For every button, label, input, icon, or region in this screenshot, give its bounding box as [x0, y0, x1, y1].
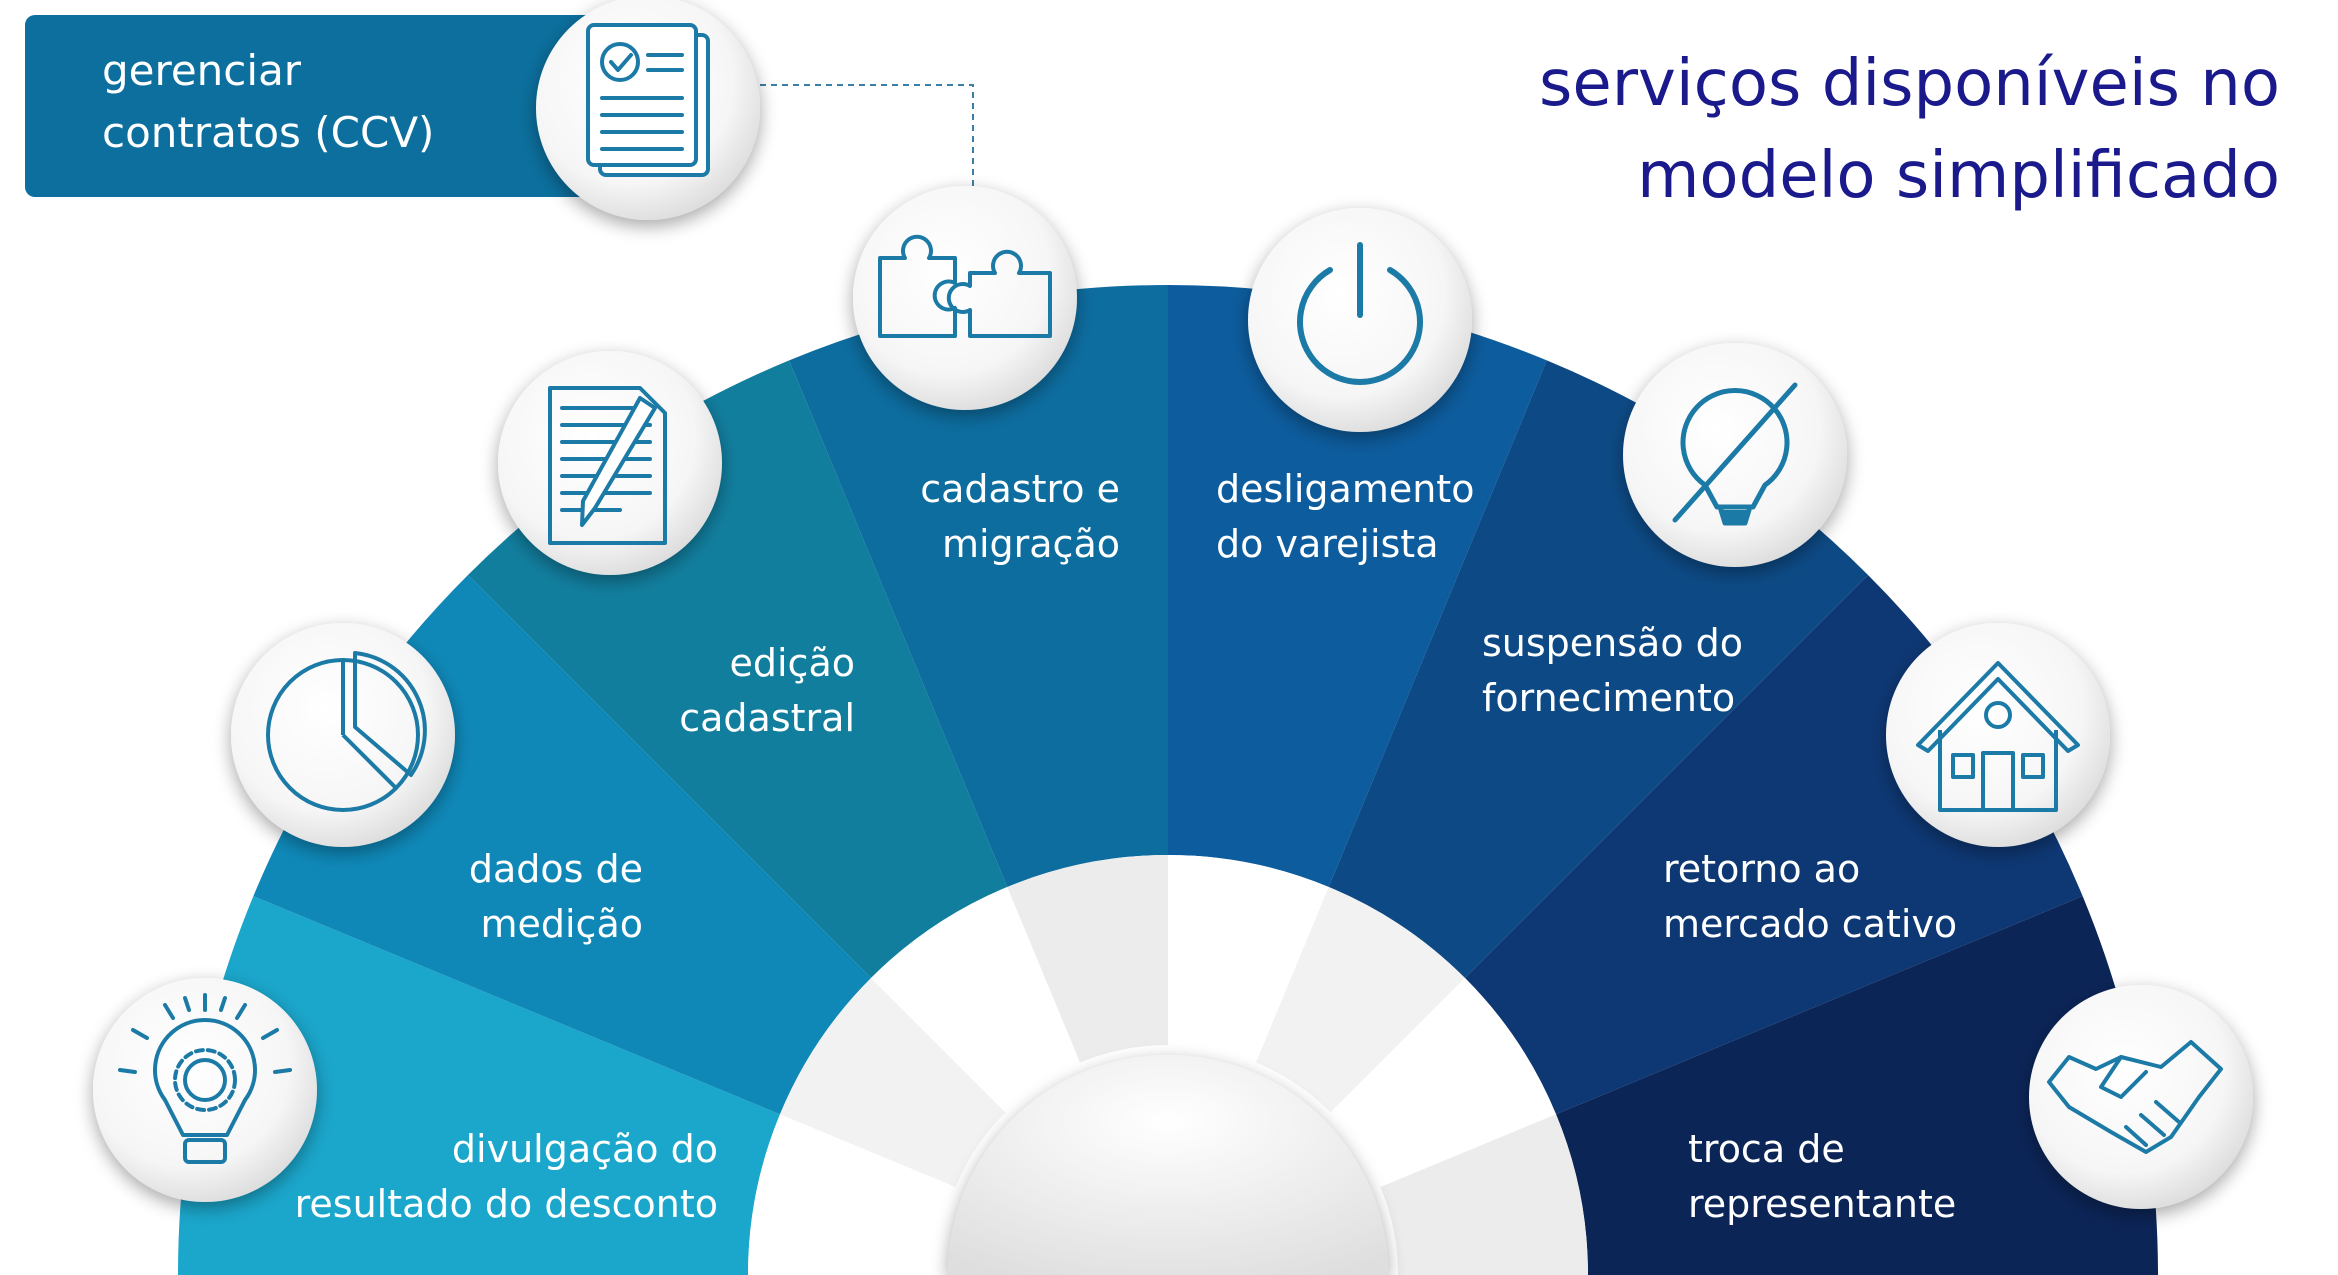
ring-segment-cadastro-migracao: [1007, 855, 1168, 1063]
label-desligamento-line1: desligamento: [1216, 467, 1475, 511]
icon-circle-divulgacao[interactable]: [93, 978, 317, 1202]
house-icon: [1916, 661, 2080, 812]
service-icons: [93, 186, 2253, 1209]
puzzle-icon: [878, 234, 1052, 338]
ccv-label[interactable]: gerenciar contratos (CCV): [102, 40, 434, 164]
ccv-icon-circle[interactable]: [536, 0, 760, 220]
label-retorno-line1: retorno ao: [1663, 847, 1861, 891]
label-troca-line2: representante: [1688, 1182, 1957, 1226]
handshake-icon: [2047, 1040, 2223, 1154]
icon-circle-troca[interactable]: [2029, 985, 2253, 1209]
wedge-troca[interactable]: [1556, 896, 2158, 1275]
label-divulgacao: divulgação do resultado do desconto: [295, 1122, 718, 1232]
icon-circle-bg: [2029, 985, 2253, 1209]
ccv-label-line2: contratos (CCV): [102, 108, 435, 157]
label-suspensao: suspensão do fornecimento: [1482, 616, 1743, 726]
icon-circle-desligamento[interactable]: [1248, 208, 1472, 432]
label-edicao-cadastral: edição cadastral: [679, 636, 855, 746]
ring-segment-suspensao: [1256, 886, 1465, 1113]
lightbulb-gear-icon: [118, 993, 292, 1164]
icon-circle-edicao-cadastral[interactable]: [498, 351, 722, 575]
ring-segment-divulgacao: [748, 1114, 956, 1275]
ccv-label-line1: gerenciar: [102, 46, 302, 95]
icon-circle-suspensao[interactable]: [1623, 343, 1847, 567]
wedge-desligamento[interactable]: [1168, 285, 1547, 887]
label-troca: troca de representante: [1688, 1122, 1956, 1232]
label-cadastro-line2: migração: [941, 522, 1120, 566]
document-pen-icon: [548, 386, 667, 545]
label-retorno-line2: mercado cativo: [1663, 902, 1958, 946]
label-dados-medicao: dados de medição: [469, 842, 643, 952]
inner-ring: [748, 855, 1588, 1275]
label-dados-medicao-line1: dados de: [468, 847, 643, 891]
icon-circle-bg: [93, 978, 317, 1202]
icon-circle-dados-medicao[interactable]: [231, 623, 455, 847]
page-title: serviços disponíveis no modelo simplific…: [1539, 38, 2280, 222]
ccv-connector-line: [760, 84, 974, 190]
label-divulgacao-line2: resultado do desconto: [294, 1182, 718, 1226]
ring-segment-desligamento: [1168, 855, 1329, 1063]
label-retorno: retorno ao mercado cativo: [1663, 842, 1957, 952]
label-suspensao-line1: suspensão do: [1482, 621, 1744, 665]
label-suspensao-line2: fornecimento: [1482, 676, 1736, 720]
lightbulb-off-icon: [1672, 382, 1798, 526]
wedge-cadastro-migracao[interactable]: [789, 285, 1168, 887]
ring-segment-dados-medicao: [779, 978, 1006, 1187]
label-edicao-line1: edição: [729, 641, 856, 685]
label-desligamento: desligamento do varejista: [1216, 462, 1474, 572]
label-edicao-line2: cadastral: [679, 696, 855, 740]
power-icon: [1297, 242, 1423, 385]
checklist-document-icon: [586, 23, 710, 177]
title-line1: serviços disponíveis no: [1538, 47, 2280, 121]
icon-circle-bg: [1248, 208, 1472, 432]
center-hub: [948, 1055, 1388, 1275]
ring-segment-edicao-cadastral: [871, 886, 1080, 1113]
ccv-box[interactable]: [25, 15, 635, 197]
title-line2: modelo simplificado: [1637, 139, 2280, 213]
icon-circle-cadastro-migracao[interactable]: [853, 186, 1077, 410]
wedge-divulgacao[interactable]: [178, 896, 780, 1275]
label-cadastro-migracao: cadastro e migração: [920, 462, 1120, 572]
label-desligamento-line2: do varejista: [1216, 522, 1439, 566]
icon-circle-retorno[interactable]: [1886, 623, 2110, 847]
ring-segment-troca: [1380, 1114, 1588, 1275]
label-troca-line1: troca de: [1688, 1127, 1845, 1171]
label-divulgacao-line1: divulgação do: [451, 1127, 718, 1171]
icon-circle-bg: [1886, 623, 2110, 847]
ring-segment-retorno: [1330, 978, 1557, 1187]
pie-chart-icon: [266, 651, 427, 812]
label-dados-medicao-line2: medição: [480, 902, 643, 946]
label-cadastro-line1: cadastro e: [920, 467, 1120, 511]
icon-circle-bg: [853, 186, 1077, 410]
